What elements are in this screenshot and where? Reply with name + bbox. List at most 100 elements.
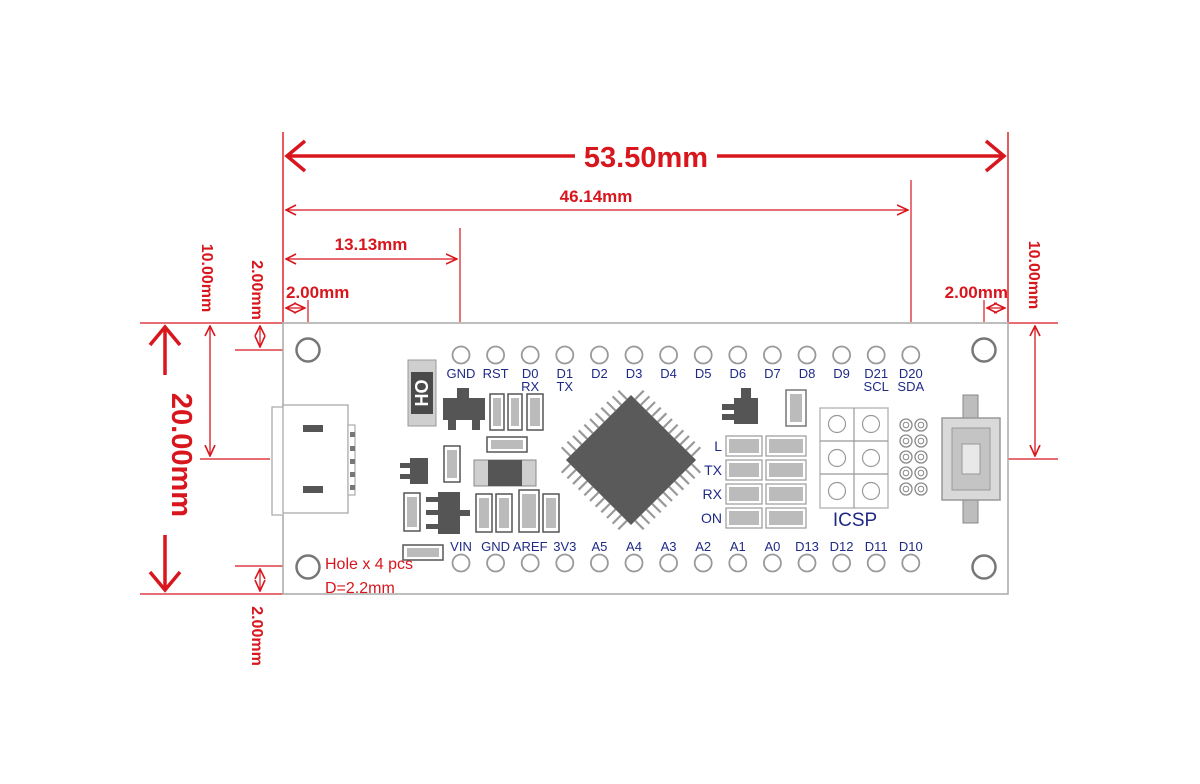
dimension-lines (140, 132, 1058, 595)
crystal (473, 459, 537, 487)
dim-overall-length: 53.50mm (584, 142, 708, 174)
mcu-pin (577, 480, 588, 491)
top-pin-hole (555, 345, 575, 365)
mcu-pin (640, 514, 651, 525)
mcu-pin (679, 474, 690, 485)
icsp-header: ICSP (819, 407, 889, 531)
pad-inner (917, 485, 925, 493)
mcu-pin (560, 463, 571, 474)
bottom-pin-hole (693, 553, 713, 573)
mcu-pin (668, 423, 679, 434)
bottom-pin-hole (797, 553, 817, 573)
mcu-pin (600, 503, 611, 514)
top-pin-label: D21 (864, 366, 888, 381)
led-pad-fill (729, 439, 759, 453)
top-pin-hole (832, 345, 851, 365)
top-pin-label: GND (447, 366, 476, 381)
bottom-pin-label: D12 (830, 539, 854, 554)
mcu-pin (594, 497, 605, 508)
top-pin-label: D7 (764, 366, 781, 381)
transistor-top (443, 388, 485, 430)
top-pin-hole (693, 345, 713, 365)
bottom-pin-hole (728, 553, 748, 573)
top-pin-hole (866, 345, 886, 365)
mcu-pin (572, 435, 583, 446)
bottom-pin-hole (555, 553, 575, 573)
mounting-hole (295, 337, 321, 363)
reset-button (941, 394, 1001, 524)
top-pin-label: D6 (729, 366, 746, 381)
mcu-pin (634, 389, 645, 400)
top-pin-label: D4 (660, 366, 677, 381)
bottom-pin-label: A3 (661, 539, 677, 554)
top-pin-label: D8 (799, 366, 816, 381)
top-pin-hole (486, 345, 506, 365)
mcu-pin (617, 520, 628, 531)
mcu-pin (566, 469, 577, 480)
bottom-pin-hole (763, 553, 782, 573)
mcu-pin (611, 395, 622, 406)
mcu-pin (589, 491, 600, 502)
bottom-pin-hole (624, 553, 644, 573)
mcu-pin (662, 418, 673, 429)
hole-note-count: Hole x 4 pcs (325, 556, 413, 573)
top-pin-sublabel: SDA (897, 379, 924, 394)
mounting-hole (971, 554, 997, 580)
top-pin-hole (901, 345, 921, 365)
mcu-pin (583, 423, 594, 434)
pad-inner (902, 421, 910, 429)
dim-hole-offset-right: 2.00mm (945, 283, 1008, 302)
bottom-pin-label: GND (481, 539, 510, 554)
led-pad-fill (729, 487, 759, 501)
top-pin-label: RST (483, 366, 509, 381)
top-pin-hole (451, 345, 471, 365)
mcu-pin (668, 486, 679, 497)
pad-inner (902, 453, 910, 461)
transistor-right (722, 388, 758, 424)
top-pin-label: D1 (556, 366, 573, 381)
mcu-pin (657, 497, 668, 508)
dim-hole-offset-bottom: 2.00mm (248, 606, 265, 666)
pad-inner (917, 469, 925, 477)
led-label: L (714, 438, 722, 454)
regulator-marking: HO (412, 380, 432, 407)
mounting-hole (971, 337, 997, 363)
mcu-pin (606, 401, 617, 412)
mounting-hole (295, 554, 321, 580)
pad-inner (917, 437, 925, 445)
bottom-pin-label: AREF (513, 539, 548, 554)
dim-half-height-left: 10.00mm (198, 244, 215, 313)
bottom-pin-label: D11 (865, 539, 888, 554)
bottom-pin-label: A1 (730, 539, 746, 554)
top-pin-label: D9 (833, 366, 850, 381)
top-pin-sublabel: TX (556, 379, 573, 394)
led-resistor-fill (769, 487, 803, 501)
bottom-pin-hole (659, 553, 678, 573)
mcu-body (560, 389, 702, 531)
mounting-holes (295, 337, 997, 580)
top-pin-sublabel: SCL (864, 379, 889, 394)
mcu-pin (572, 474, 583, 485)
top-pin-hole (797, 345, 817, 365)
hole-note-diameter: D=2.2mm (325, 580, 395, 597)
top-pin-hole (520, 345, 540, 365)
mcu-pin (651, 503, 662, 514)
mcu-pin (685, 469, 696, 480)
pad-inner (902, 437, 910, 445)
dim-hole-offset-left: 2.00mm (286, 283, 349, 302)
bottom-pin-hole (451, 553, 471, 573)
microcontroller-chip (560, 389, 702, 531)
top-pin-label: D0 (522, 366, 539, 381)
mcu-pin (600, 406, 611, 417)
bottom-pin-hole (486, 553, 506, 573)
mcu-pin (617, 389, 628, 400)
bottom-pin-hole (866, 553, 886, 573)
mcu-pin (634, 520, 645, 531)
mcu-pin (583, 486, 594, 497)
top-pin-label: D2 (591, 366, 608, 381)
top-pin-hole (763, 345, 782, 365)
mcu-pin (611, 514, 622, 525)
